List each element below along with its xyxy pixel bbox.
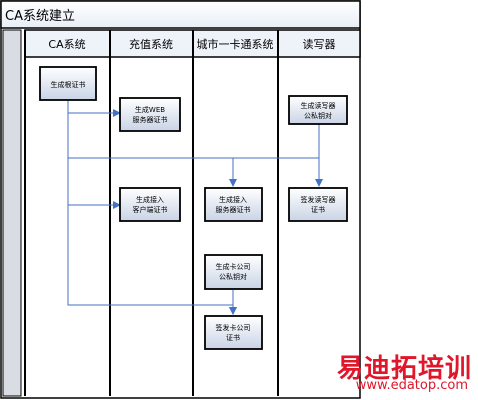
box-label: 客户端证书 bbox=[133, 205, 168, 214]
process-box-reader-keypair: 生成读写器 公私钥对 bbox=[288, 95, 348, 125]
box-label: 公私钥对 bbox=[219, 272, 247, 281]
process-box-web-cert: 生成WEB 服务器证书 bbox=[119, 97, 181, 132]
box-label: 生成接入 bbox=[136, 195, 164, 204]
left-strip bbox=[2, 29, 22, 397]
process-box-access-server-cert: 生成接入 服务器证书 bbox=[204, 187, 263, 222]
watermark-text: 易迪拓培训 bbox=[336, 354, 472, 384]
box-label: 签发读写器 bbox=[301, 195, 336, 204]
box-label: 服务器证书 bbox=[133, 115, 168, 124]
process-box-card-cert: 签发卡公司 证书 bbox=[204, 315, 263, 350]
box-label: 签发卡公司 bbox=[216, 323, 251, 332]
box-label: 生成读写器 bbox=[301, 101, 336, 110]
process-box-reader-cert: 签发读写器 证书 bbox=[288, 187, 348, 222]
box-label: 生成WEB bbox=[135, 105, 165, 114]
box-label: 公私钥对 bbox=[304, 111, 332, 120]
connector-root-to-access-server bbox=[67, 113, 237, 187]
process-box-access-client-cert: 生成接入 客户端证书 bbox=[119, 187, 181, 222]
diagram-title: CA系统建立 bbox=[5, 9, 75, 24]
title-bar bbox=[0, 0, 361, 29]
lane-header-recharge: 充值系统 bbox=[129, 37, 173, 51]
lane-header-reader: 读写器 bbox=[303, 37, 336, 51]
connectors bbox=[67, 101, 323, 315]
lane-header-ca: CA系统 bbox=[48, 38, 85, 51]
process-box-card-keypair: 生成卡公司 公私钥对 bbox=[204, 254, 263, 290]
watermark-url: www.edatop.com bbox=[355, 378, 468, 393]
box-label: 证书 bbox=[226, 333, 240, 342]
watermark: 易迪拓培训 www.edatop.com bbox=[300, 348, 478, 400]
lane-header-citycard: 城市一卡通系统 bbox=[197, 37, 274, 51]
box-label: 生成卡公司 bbox=[216, 262, 251, 271]
process-box-root-cert: 生成根证书 bbox=[39, 66, 97, 101]
box-label: 生成接入 bbox=[219, 195, 247, 204]
box-label: 服务器证书 bbox=[216, 205, 251, 214]
box-label: 生成根证书 bbox=[51, 80, 86, 89]
box-label: 证书 bbox=[311, 205, 325, 214]
